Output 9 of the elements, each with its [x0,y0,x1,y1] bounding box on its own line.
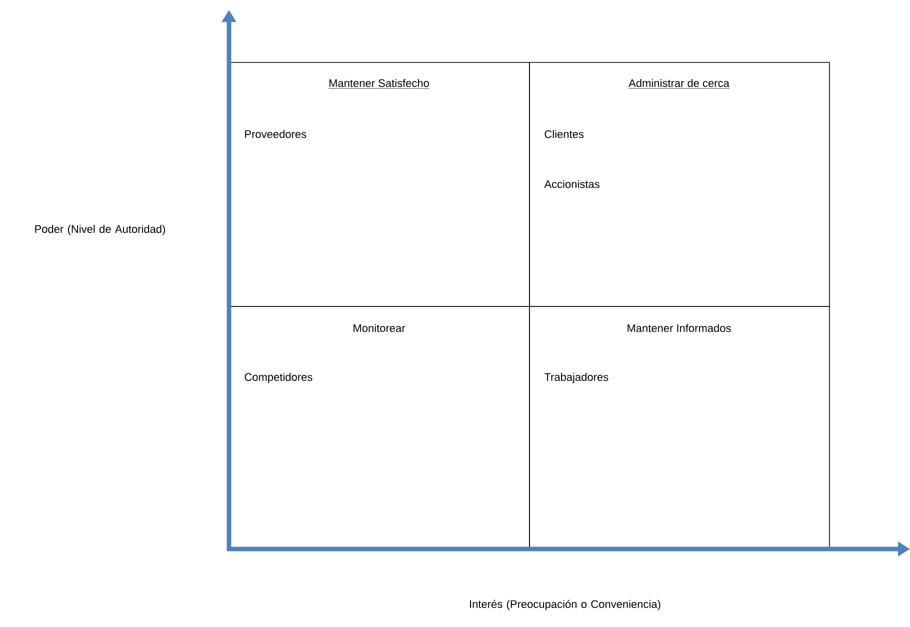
stakeholder-label: Clientes [544,130,584,138]
axis-label: Poder (Nivel de Autoridad) [35,224,165,236]
stakeholder-label: Accionistas [544,180,600,188]
quadrant-heading: Mantener Informados [628,324,731,332]
stakeholder-label: Proveedores [245,130,306,138]
quadrant-heading: Mantener Satisfecho [328,78,430,89]
quadrant-heading: Administrar de cerca [628,78,730,89]
stakeholder-label: Trabajadores [544,372,608,384]
axis-label: Interés (Preocupación o Conveniencia) [470,600,660,610]
